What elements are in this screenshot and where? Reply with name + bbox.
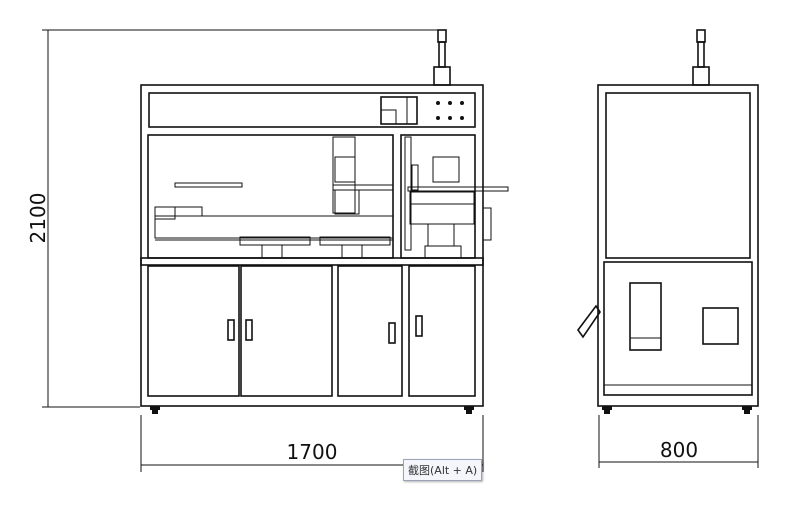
height-dimension: 2100 — [26, 29, 440, 408]
control-buttons — [436, 101, 464, 120]
side-width-dimension: 800 — [598, 415, 759, 468]
side-cylinder — [692, 29, 710, 86]
side-view — [577, 29, 759, 414]
screenshot-tooltip: 截图(Alt + A) — [403, 459, 483, 481]
cylinder — [433, 29, 451, 86]
front-view — [140, 29, 509, 414]
front-width-label: 1700 — [287, 440, 338, 464]
feet — [150, 406, 474, 414]
side-width-label: 800 — [660, 438, 698, 462]
cabinet-doors — [147, 265, 476, 397]
height-dimension-label: 2100 — [26, 193, 50, 244]
